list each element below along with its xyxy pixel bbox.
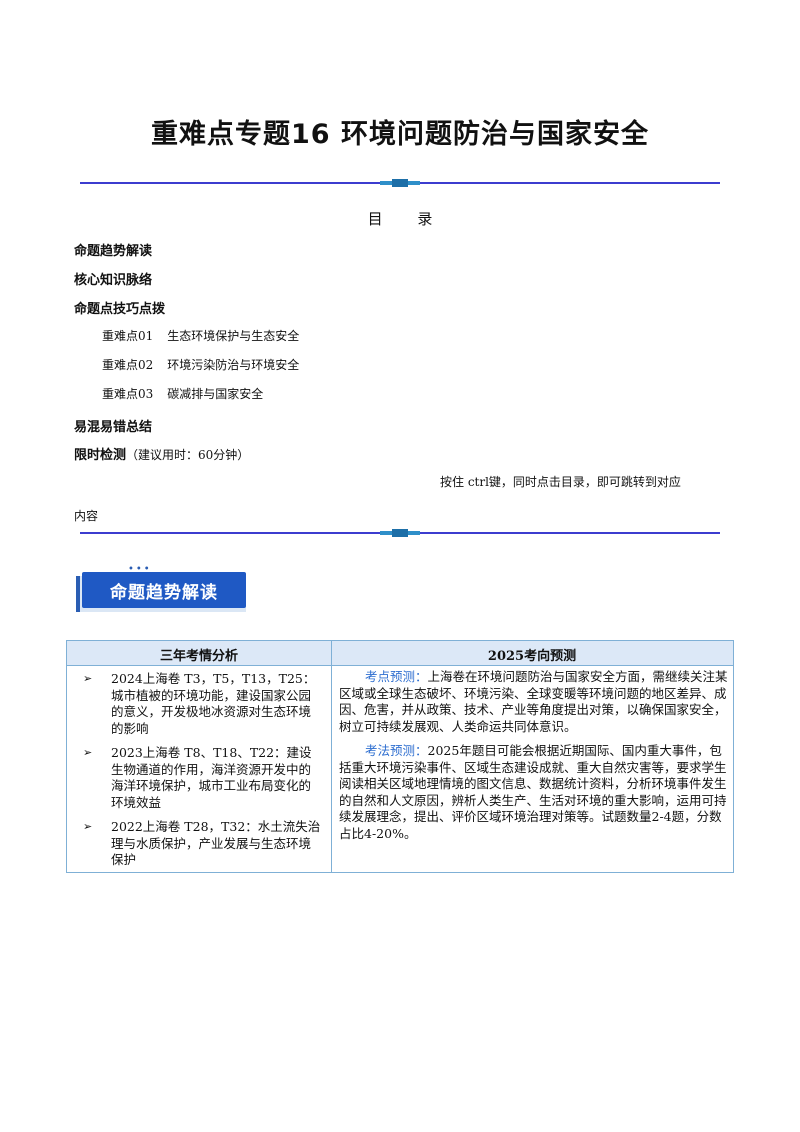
toc-link-trend[interactable]: 命题趋势解读 (74, 244, 153, 259)
toc-hint: 按住 ctrl键，同时点击目录，即可跳转到对应 (440, 475, 681, 489)
toc-sub-text: 碳减排与国家安全 (167, 387, 264, 401)
forecast-paragraph: 考点预测：上海卷在环境问题防治与国家安全方面，需继续关注某区域或全球生态破坏、环… (339, 669, 729, 735)
toc-sub-num: 重难点02 (102, 358, 154, 372)
toc-link-errors[interactable]: 易混易错总结 (74, 420, 153, 435)
banner-dots: ••• (128, 564, 152, 575)
arrow-bullet-icon: ➢ (83, 672, 93, 685)
divider-bottom (80, 529, 720, 537)
col-header-analysis: 三年考情分析 (159, 649, 238, 664)
section-banner: ••• 命题趋势解读 (76, 564, 246, 612)
arrow-bullet-icon: ➢ (83, 746, 93, 759)
column-divider (331, 641, 332, 872)
divider-ornament (380, 529, 420, 537)
toc-test-duration: （建议用时：60分钟） (126, 448, 250, 462)
toc-link-knowledge[interactable]: 核心知识脉络 (74, 273, 153, 288)
forecast-column: 考点预测：上海卷在环境问题防治与国家安全方面，需继续关注某区域或全球生态破坏、环… (339, 669, 729, 850)
toc-link-point-02[interactable]: 重难点02 环境污染防治与环境安全 (102, 356, 299, 373)
forecast-text: 上海卷在环境问题防治与国家安全方面，需继续关注某区域或全球生态破坏、环境污染、全… (339, 669, 728, 734)
list-item: ➢ 2024上海卷 T3，T5，T13，T25：城市植被的环境功能，建设国家公园… (83, 671, 323, 737)
toc-link-point-03[interactable]: 重难点03 碳减排与国家安全 (102, 385, 263, 402)
forecast-text: 2025年题目可能会根据近期国际、国内重大事件，包括重大环境污染事件、区域生态建… (339, 743, 727, 841)
forecast-label: 考法预测： (365, 743, 428, 758)
toc-link-test[interactable]: 限时检测（建议用时：60分钟） (74, 444, 249, 463)
analysis-table: 三年考情分析 2025考向预测 ➢ 2024上海卷 T3，T5，T13，T25：… (66, 640, 734, 873)
arrow-bullet-icon: ➢ (83, 820, 93, 833)
forecast-label: 考点预测： (365, 669, 428, 684)
page-title: 重难点专题16 环境问题防治与国家安全 (151, 119, 649, 150)
col-header-forecast: 2025考向预测 (487, 649, 577, 664)
exam-history-list: ➢ 2024上海卷 T3，T5，T13，T25：城市植被的环境功能，建设国家公园… (83, 671, 323, 877)
table-header: 三年考情分析 2025考向预测 (67, 641, 733, 666)
toc-sub-num: 重难点03 (102, 387, 154, 401)
list-item-text: 2022上海卷 T28，T32：水土流失治理与水质保护，产业发展与生态环境保护 (111, 819, 321, 867)
toc-link-skills[interactable]: 命题点技巧点拨 (74, 302, 166, 317)
toc-sub-text: 生态环境保护与生态安全 (167, 329, 300, 343)
list-item: ➢ 2022上海卷 T28，T32：水土流失治理与水质保护，产业发展与生态环境保… (83, 819, 323, 869)
forecast-paragraph: 考法预测：2025年题目可能会根据近期国际、国内重大事件，包括重大环境污染事件、… (339, 743, 729, 842)
divider-ornament (380, 179, 420, 187)
list-item-text: 2024上海卷 T3，T5，T13，T25：城市植被的环境功能，建设国家公园的意… (111, 671, 316, 736)
list-item-text: 2023上海卷 T8、T18、T22：建设生物通道的作用，海洋资源开发中的海洋环… (111, 745, 312, 810)
banner-label: 命题趋势解读 (82, 572, 246, 608)
toc-hint-continued: 内容 (74, 509, 99, 523)
toc-link-point-01[interactable]: 重难点01 生态环境保护与生态安全 (102, 327, 299, 344)
divider-top (80, 179, 720, 187)
list-item: ➢ 2023上海卷 T8、T18、T22：建设生物通道的作用，海洋资源开发中的海… (83, 745, 323, 811)
toc-test-label: 限时检测 (74, 448, 127, 463)
toc-heading: 目 录 (367, 210, 433, 228)
toc-sub-text: 环境污染防治与环境安全 (167, 358, 300, 372)
toc-sub-num: 重难点01 (102, 329, 154, 343)
